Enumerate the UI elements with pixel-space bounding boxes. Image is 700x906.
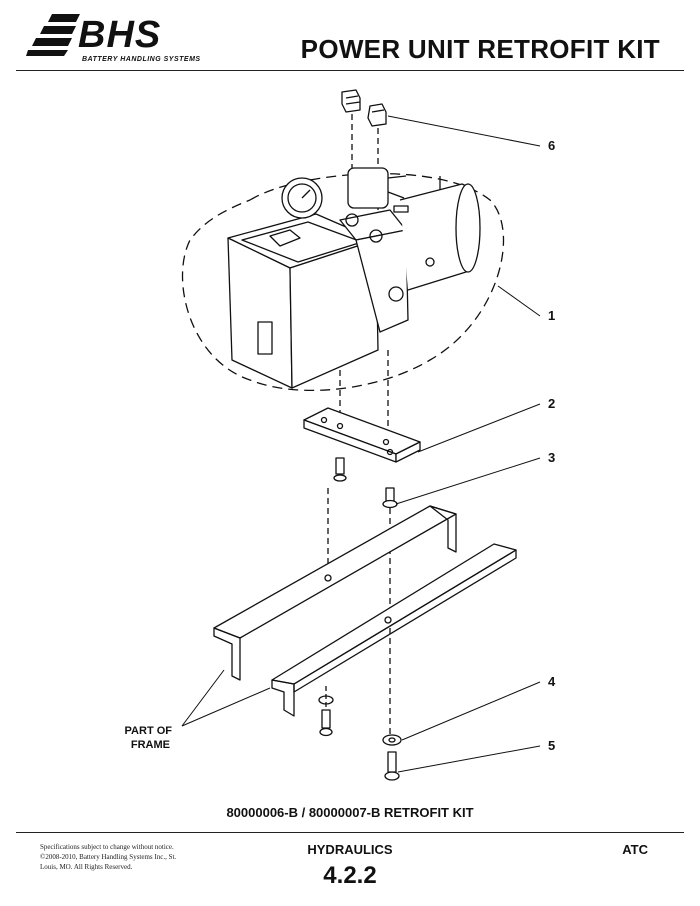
callout-2: 2 (548, 396, 555, 411)
hex-bolt-item-5 (384, 751, 400, 781)
footer-divider (16, 832, 684, 833)
exploded-parts-diagram: 6 1 2 3 4 5 PART OF FRAME (125, 89, 556, 781)
frame-rail-right (271, 543, 517, 717)
hex-bolt-lower-left (319, 709, 333, 737)
callout-3: 3 (548, 450, 555, 465)
copyright-disclaimer: Specifications subject to change without… (40, 843, 177, 871)
hydraulic-fitting-left (341, 89, 361, 113)
frame-label-line2: FRAME (131, 739, 170, 751)
page-number: 4.2.2 (323, 862, 377, 889)
page-title: POWER UNIT RETROFIT KIT (300, 34, 660, 64)
header-divider (16, 70, 684, 71)
logo-speed-lines-icon (26, 14, 80, 56)
frame-label-line1: PART OF (125, 725, 173, 737)
callout-1: 1 (548, 308, 555, 323)
logo-text: BHS (78, 14, 162, 56)
pressure-gauge (281, 177, 323, 219)
callout-4: 4 (548, 674, 556, 689)
hex-bolt-upper-left (333, 457, 347, 482)
hex-bolt-item-3 (382, 487, 398, 509)
power-unit-outline (182, 172, 504, 392)
solenoid (347, 167, 409, 213)
mounting-plate (303, 407, 421, 463)
electric-motor (399, 176, 481, 291)
callout-5: 5 (548, 738, 555, 753)
model-code: ATC (622, 842, 648, 857)
logo-tagline: BATTERY HANDLING SYSTEMS (82, 56, 201, 63)
section-name: HYDRAULICS (307, 842, 393, 857)
callout-6: 6 (548, 138, 555, 153)
hydraulic-fitting-right (367, 103, 387, 127)
kit-caption: 80000006-B / 80000007-B RETROFIT KIT (226, 805, 474, 820)
reservoir-tank (227, 213, 379, 389)
washer-item-4 (382, 734, 402, 746)
frame-rail-left (213, 505, 457, 681)
bhs-logo: BHS BATTERY HANDLING SYSTEMS (26, 10, 216, 63)
